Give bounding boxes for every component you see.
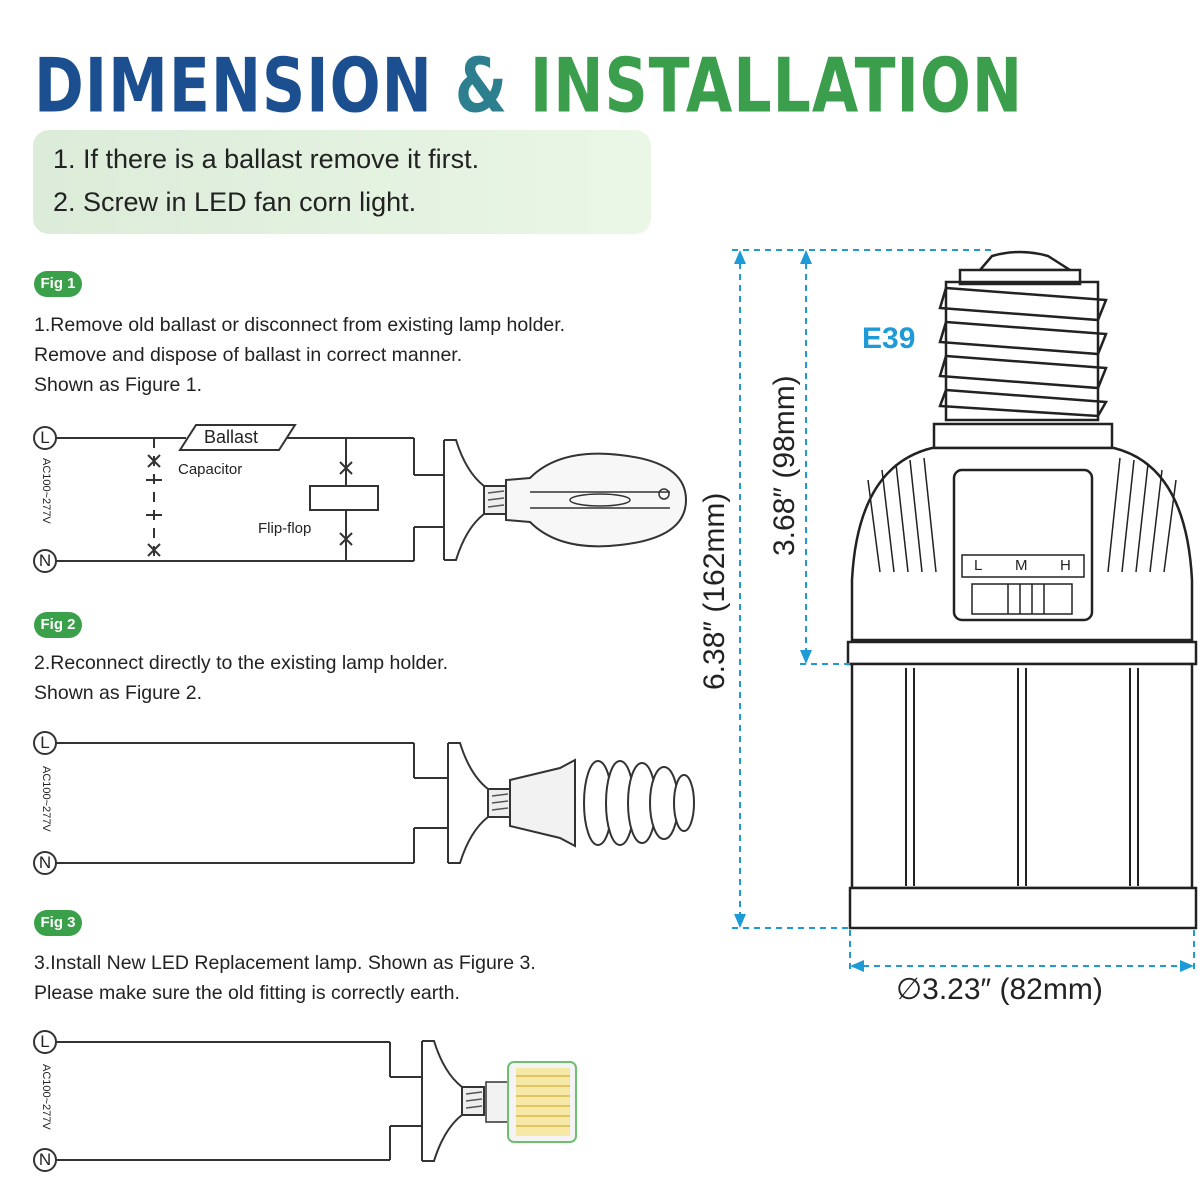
heatsink-fins [867,457,1177,573]
spiral-bulb-icon [509,758,695,848]
led-lamp-illustration [846,250,1198,930]
fig-1-line-label: L [40,428,50,447]
fig-3-neutral-label: N [38,1150,52,1169]
fig-1-description: 1.Remove old ballast or disconnect from … [34,310,565,400]
switch-label-h: H [1060,557,1071,574]
fig-3-line-label: L [40,1032,50,1051]
fig-3-line-1: 3.Install New LED Replacement lamp. Show… [34,952,536,974]
fig-2-circuit [33,731,695,875]
fig-3-circuit [33,1030,577,1172]
fig-2-description: 2.Reconnect directly to the existing lam… [34,648,448,708]
hid-bulb-icon [505,452,688,548]
dimension-total-height: 6.38″ (162mm) [698,492,731,690]
screw-thread [938,280,1109,422]
lmh-switch [971,583,1073,615]
dimension-diameter: ∅3.23″ (82mm) [896,973,1103,1006]
fig-1-line-3: Shown as Figure 1. [34,374,203,396]
led-corn-bulb-icon [485,1061,577,1143]
steps-box: 1. If there is a ballast remove it first… [33,130,651,234]
flipflop-box [309,485,379,511]
fig-2-line-1: 2.Reconnect directly to the existing lam… [34,652,449,674]
switch-label-m: M [1015,557,1028,574]
fig-1-circuit [33,424,688,573]
fig-2-line-2: Shown as Figure 2. [34,682,203,704]
base-type-label: E39 [862,322,916,355]
fig-3-line-2: Please make sure the old fitting is corr… [34,982,460,1004]
flipflop-label: Flip-flop [258,520,312,537]
title-installation: INSTALLATION [529,42,1024,131]
page-title: DIMENSION & INSTALLATION [34,34,1023,139]
ballast-label: Ballast [204,427,259,447]
fig-2-neutral-label: N [38,853,52,872]
step-1: 1. If there is a ballast remove it first… [53,144,480,174]
dimension-lines [732,249,1195,972]
fig-1-line-1: 1.Remove old ballast or disconnect from … [34,314,566,336]
fig-3-badge: Fig 3 [34,910,82,936]
capacitor-label: Capacitor [178,461,243,478]
title-dimension: DIMENSION [34,42,433,131]
fig-2-badge: Fig 2 [34,612,82,638]
switch-label-l: L [974,557,983,574]
step-2: 2. Screw in LED fan corn light. [53,187,417,217]
fig-3-description: 3.Install New LED Replacement lamp. Show… [34,948,536,1008]
ballast-box [178,424,297,451]
fig-1-badge: Fig 1 [34,271,82,297]
dimension-head-height: 3.68″ (98mm) [768,375,801,556]
fig-2-line-label: L [40,733,50,752]
fig-1-neutral-label: N [38,551,52,570]
fig-1-line-2: Remove and dispose of ballast in correct… [34,344,463,366]
title-ampersand: & [454,42,509,131]
